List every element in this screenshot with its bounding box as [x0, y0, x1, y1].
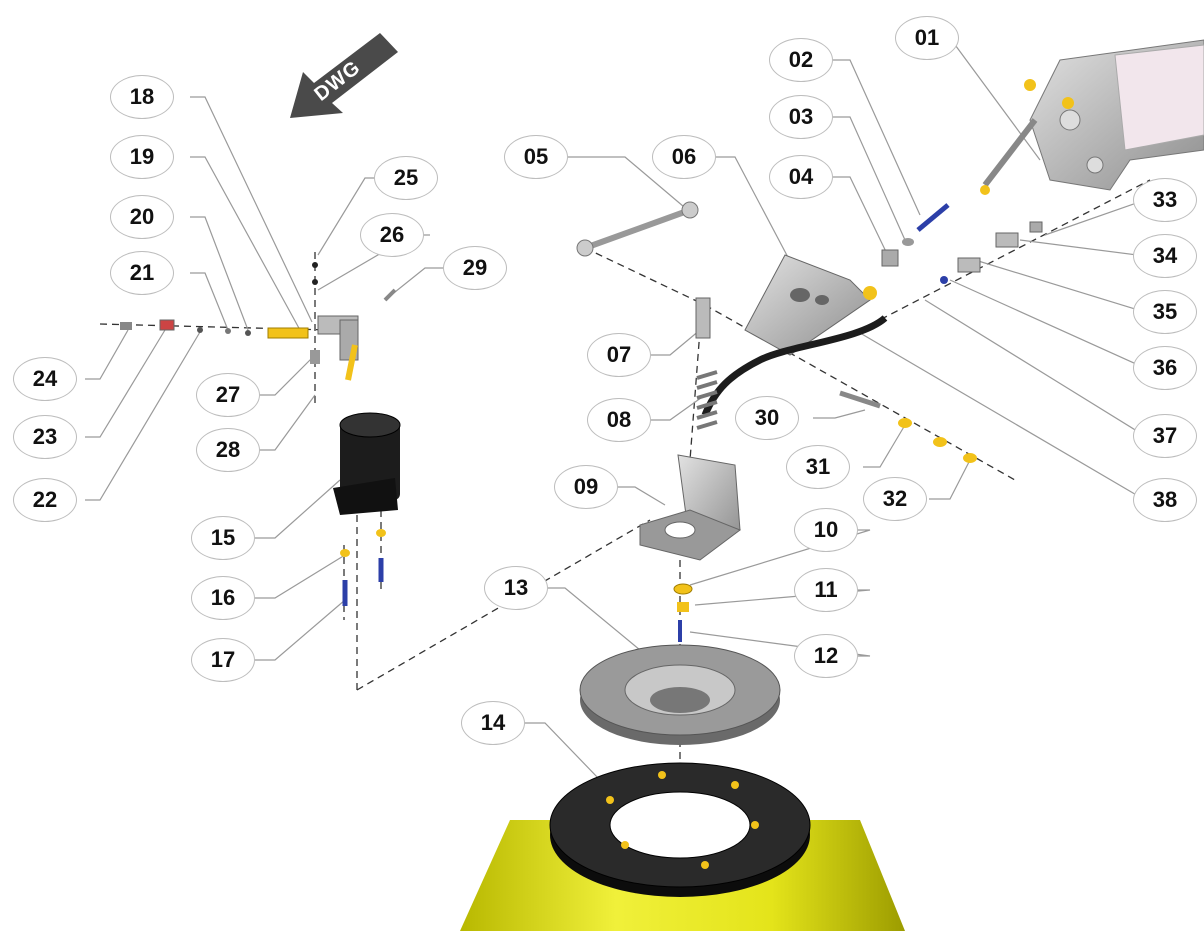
part-30-bolt — [839, 390, 881, 409]
part-25-nut — [312, 262, 318, 268]
callout-30: 30 — [735, 396, 799, 440]
callout-24: 24 — [13, 357, 77, 401]
callout-32: 32 — [863, 477, 927, 521]
part-07-pin — [695, 297, 711, 339]
part-14-hopper — [460, 762, 905, 931]
callout-38: 38 — [1133, 478, 1197, 522]
part-33-fitting — [1029, 221, 1043, 233]
part-34-connector — [995, 232, 1019, 248]
part-08-spring — [696, 370, 718, 430]
part-31-washer-b — [933, 437, 947, 447]
callout-07: 07 — [587, 333, 651, 377]
callout-19: 19 — [110, 135, 174, 179]
part-06-bracket — [744, 254, 877, 356]
callout-25: 25 — [374, 156, 438, 200]
part-32-nut — [963, 453, 977, 463]
callout-05: 05 — [504, 135, 568, 179]
callout-15: 15 — [191, 516, 255, 560]
callout-29: 29 — [443, 246, 507, 290]
part-10-washer — [673, 583, 693, 595]
callout-03: 03 — [769, 95, 833, 139]
callout-34: 34 — [1133, 234, 1197, 278]
part-36-spacer — [940, 276, 948, 284]
callout-23: 23 — [13, 415, 77, 459]
assembly-center-lines — [99, 179, 1151, 860]
callout-04: 04 — [769, 155, 833, 199]
part-09-mount-bracket — [639, 454, 742, 561]
part-04-nut — [881, 249, 899, 267]
part-18-linkage — [317, 315, 359, 381]
callout-08: 08 — [587, 398, 651, 442]
part-24-pin — [120, 322, 132, 330]
part-23-block — [159, 319, 175, 331]
callout-21: 21 — [110, 251, 174, 295]
part-01-frame-bracket — [980, 39, 1204, 195]
callout-11: 11 — [794, 568, 858, 612]
callout-01: 01 — [895, 16, 959, 60]
callout-33: 33 — [1133, 178, 1197, 222]
callout-18: 18 — [110, 75, 174, 119]
callout-22: 22 — [13, 478, 77, 522]
callout-13: 13 — [484, 566, 548, 610]
part-26-nut — [312, 279, 318, 285]
part-11-nut — [677, 602, 689, 612]
callout-06: 06 — [652, 135, 716, 179]
callout-14: 14 — [461, 701, 525, 745]
callout-16: 16 — [191, 576, 255, 620]
part-15-motor-housing — [333, 412, 401, 515]
part-20-washer — [245, 330, 251, 336]
part-03-washer — [902, 238, 914, 246]
part-21-clip — [225, 328, 231, 334]
callout-28: 28 — [196, 428, 260, 472]
part-35-connector — [957, 257, 981, 273]
callout-10: 10 — [794, 508, 858, 552]
part-16-washer — [340, 549, 350, 557]
callout-36: 36 — [1133, 346, 1197, 390]
callout-20: 20 — [110, 195, 174, 239]
callout-31: 31 — [786, 445, 850, 489]
callout-02: 02 — [769, 38, 833, 82]
callout-09: 09 — [554, 465, 618, 509]
part-29-bolt — [383, 288, 397, 302]
part-19-pin — [267, 327, 309, 339]
callout-26: 26 — [360, 213, 424, 257]
callout-37: 37 — [1133, 414, 1197, 458]
callout-35: 35 — [1133, 290, 1197, 334]
part-02-bolt — [916, 203, 950, 232]
part-16-washer-b — [376, 529, 386, 537]
part-31-washer — [898, 418, 912, 428]
part-27-block — [310, 350, 320, 364]
direction-arrow-icon — [290, 33, 398, 118]
part-22-spacer — [197, 327, 203, 333]
part-05-linkage-rod — [576, 201, 699, 257]
callout-17: 17 — [191, 638, 255, 682]
callout-12: 12 — [794, 634, 858, 678]
part-13-adapter-plate — [579, 644, 781, 745]
callout-27: 27 — [196, 373, 260, 417]
